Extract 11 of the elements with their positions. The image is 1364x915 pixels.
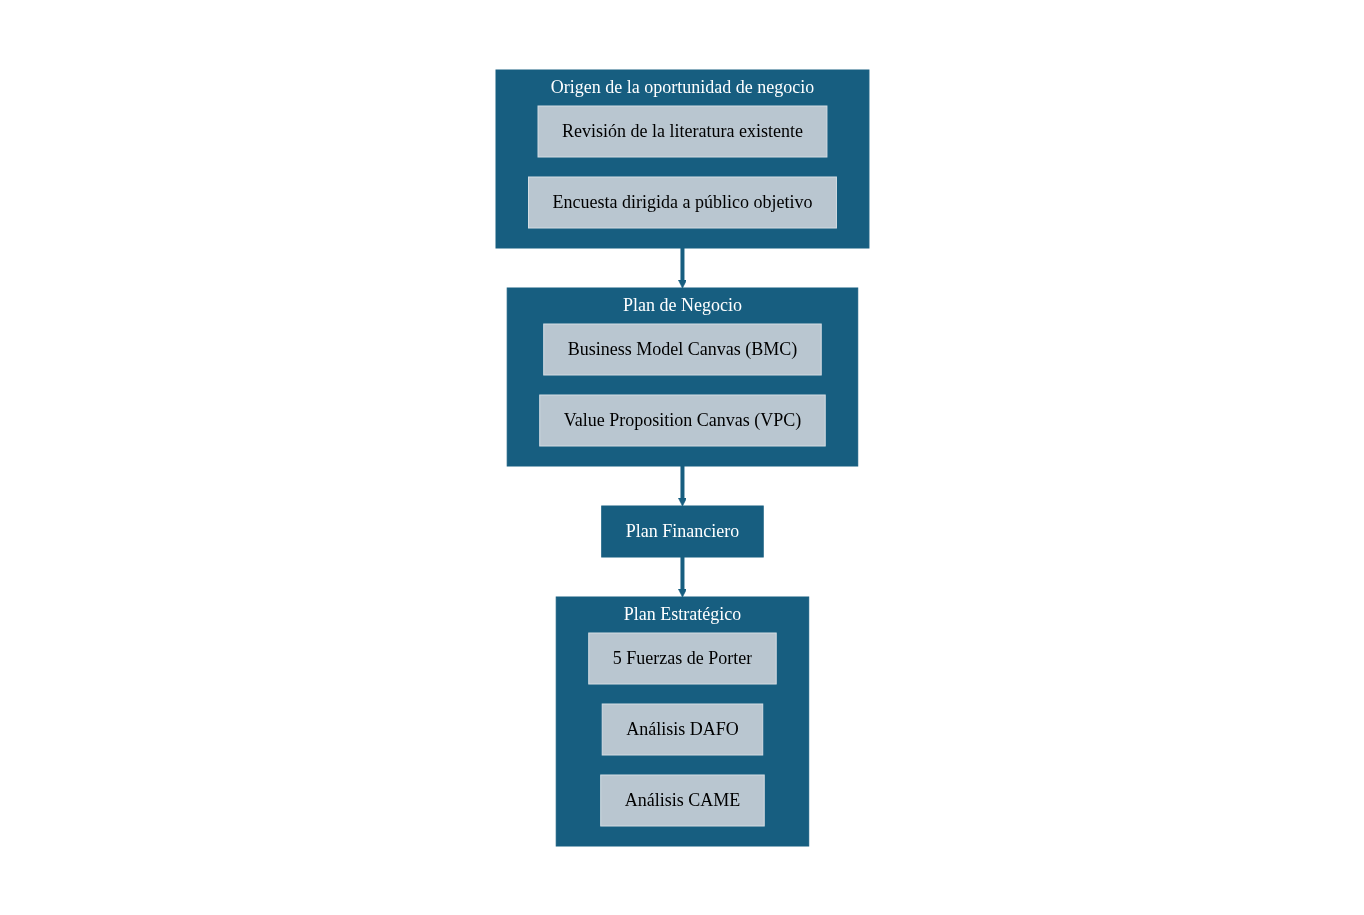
node-box: Business Model Canvas (BMC) — [542, 323, 822, 375]
node-box: 5 Fuerzas de Porter — [587, 632, 777, 684]
node-box: Análisis CAME — [599, 774, 765, 826]
node-box: Análisis DAFO — [601, 703, 763, 755]
node-box: Plan Financiero — [600, 505, 764, 557]
node-box: Encuesta dirigida a público objetivo — [527, 176, 837, 228]
arrow — [677, 556, 687, 597]
node-box: Value Proposition Canvas (VPC) — [538, 394, 826, 446]
arrow — [677, 247, 687, 288]
arrow — [677, 465, 687, 506]
node-box: Revisión de la literatura existente — [537, 105, 827, 157]
